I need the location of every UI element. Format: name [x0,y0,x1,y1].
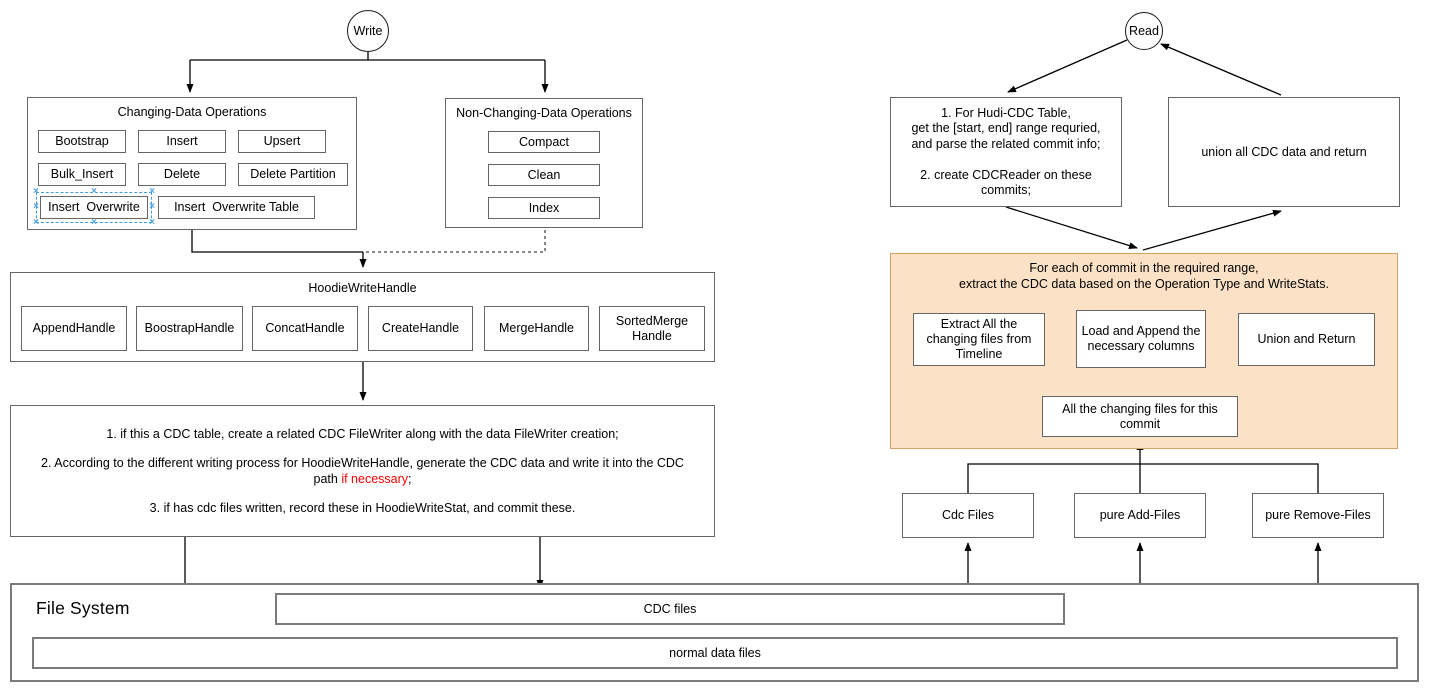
read-prepare-box[interactable]: 1. For Hudi-CDC Table, get the [start, e… [890,97,1122,207]
write-start-label: Write [353,24,383,38]
op-compact[interactable]: Compact [488,131,600,153]
write-start-node[interactable]: Write [347,10,389,52]
op-delete[interactable]: Delete [138,163,226,186]
pure-remove-files-source-box[interactable]: pure Remove-Files [1252,493,1384,538]
op-upsert[interactable]: Upsert [238,130,326,153]
handle-concat[interactable]: ConcatHandle [252,306,358,351]
op-insert-overwrite[interactable]: Insert Overwrite [40,196,148,219]
pure-add-files-source-box[interactable]: pure Add-Files [1074,493,1206,538]
write-step-2-prefix: path [313,472,342,486]
hoodie-write-handle-group[interactable] [10,272,715,362]
handle-create[interactable]: CreateHandle [368,306,473,351]
selection-handle-icon[interactable]: × [91,217,97,228]
op-insert-overwrite-table[interactable]: Insert Overwrite Table [158,196,315,219]
selection-handle-icon[interactable]: × [149,186,155,197]
load-append-columns-box[interactable]: Load and Append the necessary columns [1076,310,1206,368]
selection-handle-icon[interactable]: × [91,186,97,197]
handle-boostrap[interactable]: BoostrapHandle [136,306,243,351]
selection-handle-icon[interactable]: × [149,217,155,228]
union-and-return-box[interactable]: Union and Return [1238,313,1375,366]
write-step-2-text: 2. According to the different writing pr… [41,456,684,470]
op-index[interactable]: Index [488,197,600,219]
write-step-3: 3. if has cdc files written, record thes… [149,501,576,515]
file-system-title: File System [36,598,130,618]
op-bootstrap[interactable]: Bootstrap [38,130,126,153]
selection-handle-icon[interactable]: × [149,201,155,212]
op-delete-partition[interactable]: Delete Partition [238,163,348,186]
changing-data-operations-title: Changing-Data Operations [117,105,267,119]
cdc-files-bar[interactable]: CDC files [275,593,1065,625]
write-step-2-suffix: ; [408,472,412,486]
op-clean[interactable]: Clean [488,164,600,186]
write-step-2: 2. According to the different writing pr… [41,455,684,471]
selection-handle-icon[interactable]: × [33,217,39,228]
handle-sorted-merge[interactable]: SortedMerge Handle [599,306,705,351]
per-commit-extract-title: For each of commit in the required range… [959,261,1329,291]
op-bulk-insert[interactable]: Bulk_Insert [38,163,126,186]
handle-append[interactable]: AppendHandle [21,306,127,351]
read-start-node[interactable]: Read [1125,12,1163,50]
write-steps-box[interactable]: 1. if this a CDC table, create a related… [10,405,715,537]
nonchanging-data-operations-title: Non-Changing-Data Operations [456,106,632,120]
write-step-1: 1. if this a CDC table, create a related… [106,427,619,441]
selection-handle-icon[interactable]: × [33,186,39,197]
union-all-cdc-box[interactable]: union all CDC data and return [1168,97,1400,207]
handle-merge[interactable]: MergeHandle [484,306,589,351]
read-start-label: Read [1129,24,1159,38]
write-step-2-cont: path if necessary; [314,471,412,487]
normal-data-files-bar[interactable]: normal data files [32,637,1398,669]
cdc-files-source-box[interactable]: Cdc Files [902,493,1034,538]
selection-handle-icon[interactable]: × [33,201,39,212]
op-insert[interactable]: Insert [138,130,226,153]
hoodie-write-handle-title: HoodieWriteHandle [308,281,417,295]
extract-changing-files-box[interactable]: Extract All the changing files from Time… [913,313,1045,366]
write-step-2-emphasis: if necessary [341,472,409,486]
changing-files-for-commit-box[interactable]: All the changing files for this commit [1042,396,1238,437]
